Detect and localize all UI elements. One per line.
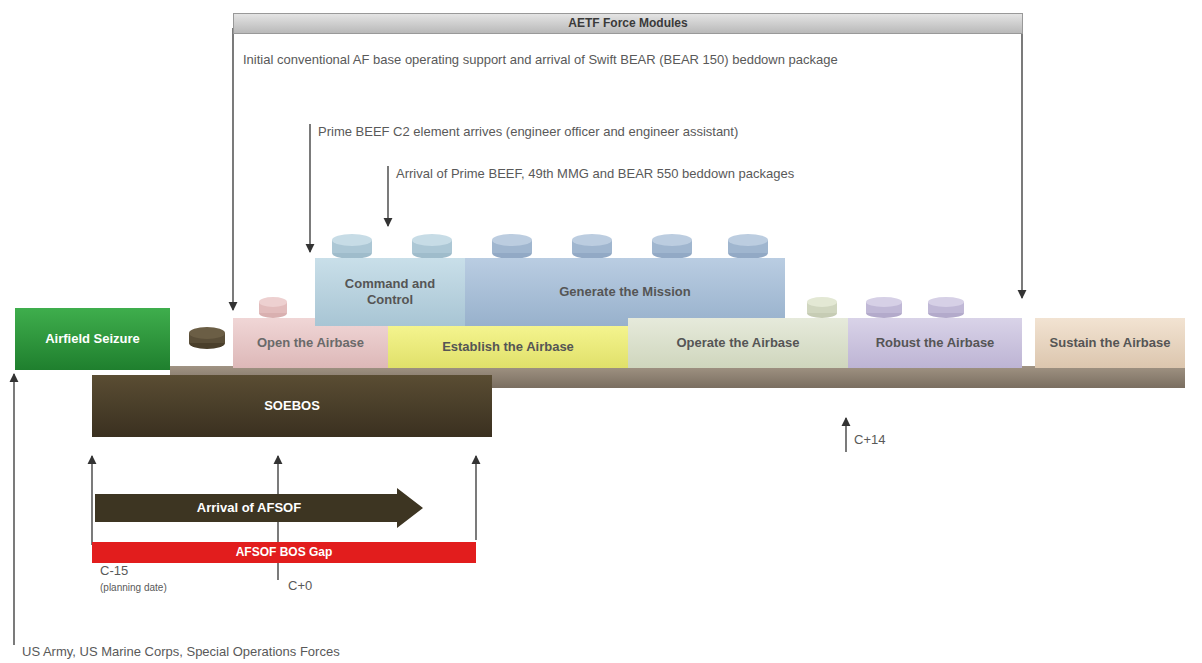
- block-label: Airfield Seizure: [45, 331, 140, 347]
- block-label: Command and Control: [321, 276, 459, 307]
- block-label: Establish the Airbase: [442, 339, 574, 355]
- tick-arrow: [845, 418, 846, 452]
- annotation-note: Initial conventional AF base operating s…: [243, 52, 963, 68]
- block-label: AFSOF BOS Gap: [236, 545, 333, 559]
- phase-block: Operate the Airbase: [628, 318, 848, 368]
- annotation-note: Arrival of Prime BEEF, 49th MMG and BEAR…: [396, 166, 1036, 182]
- bracket-arrow: [1021, 28, 1022, 298]
- timeline-label: C+14: [854, 432, 914, 448]
- gap-bar: AFSOF BOS Gap: [92, 542, 476, 563]
- annotation-arrow: [309, 124, 310, 252]
- tick-arrow: [91, 456, 92, 545]
- block-label: Operate the Airbase: [676, 335, 799, 351]
- arrow-body: [95, 488, 423, 528]
- block-label: Generate the Mission: [559, 284, 690, 300]
- block-label: Open the Airbase: [257, 335, 364, 351]
- block-label: SOEBOS: [264, 398, 320, 414]
- arrival-arrow: Arrival of AFSOF: [95, 488, 423, 528]
- timeline-label: C-15: [100, 563, 180, 579]
- timeline-label: C+0: [288, 578, 348, 594]
- tick-arrow: [475, 456, 476, 540]
- bracket-title-bar: AETF Force Modules: [233, 13, 1023, 34]
- block-label: Arrival of AFSOF: [197, 500, 321, 516]
- annotation-arrow: [387, 166, 388, 226]
- force-label: US Army, US Marine Corps, Special Operat…: [22, 644, 522, 660]
- block-label: Sustain the Airbase: [1050, 335, 1171, 351]
- block-label: AETF Force Modules: [568, 16, 687, 30]
- phase-block: Robust the Airbase: [848, 318, 1022, 368]
- phase-block: Airfield Seizure: [15, 308, 170, 370]
- phase-block: Generate the Mission: [465, 258, 785, 326]
- tick-arrow: [13, 374, 14, 645]
- support-block: SOEBOS: [92, 375, 492, 437]
- timeline-note: (planning date): [100, 582, 220, 595]
- phase-block: Establish the Airbase: [388, 326, 628, 368]
- block-label: Robust the Airbase: [876, 335, 995, 351]
- phase-block: Command and Control: [315, 258, 465, 326]
- phase-block: Sustain the Airbase: [1035, 318, 1185, 368]
- annotation-note: Prime BEEF C2 element arrives (engineer …: [318, 124, 958, 140]
- bracket-arrow: [232, 28, 233, 310]
